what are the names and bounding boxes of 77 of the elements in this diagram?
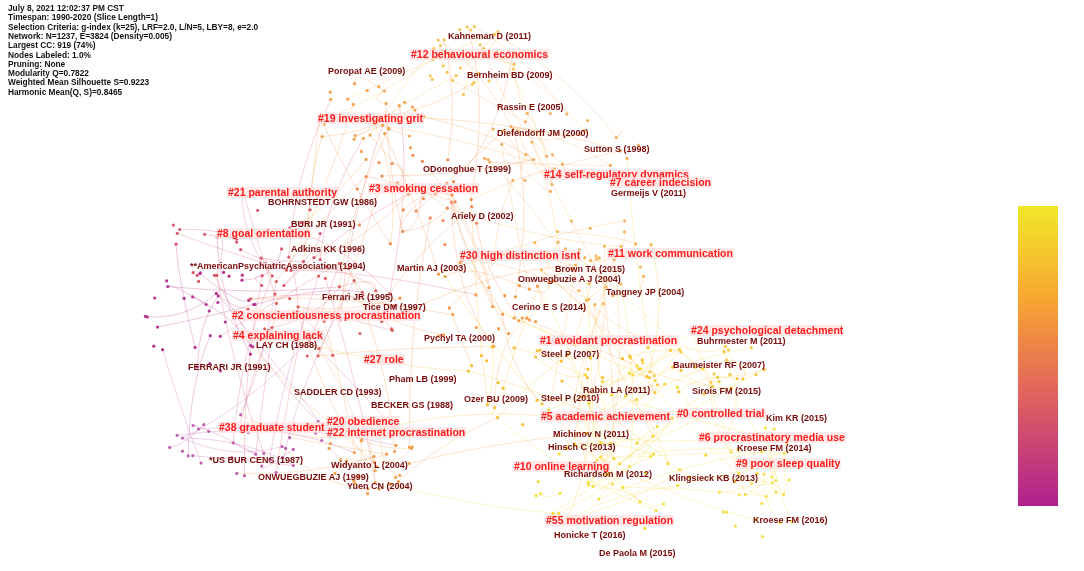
header-text: Network: N=1237, E=3824 (Density=0.005) [8,31,172,41]
reference-label: Brown TA (2015) [555,265,625,274]
reference-label: Steel P (2007) [541,350,600,359]
reference-label: LAY CH (1988) [256,341,318,350]
cluster-label: #30 high distinction isnt [459,250,582,261]
cluster-label: #9 poor sleep quality [735,458,842,469]
reference-label: Rabin LA (2011) [583,386,651,395]
reference-label: ODonoghue T (1999) [423,165,511,174]
reference-label: De Paola M (2015) [599,549,676,558]
reference-label: Pham LB (1999) [389,375,457,384]
header-text: Nodes Labeled: 1.0% [8,50,91,59]
reference-label: Bernheim BD (2009) [467,71,553,80]
header-text: Timespan: 1990-2020 (Slice Length=1) [8,13,158,22]
reference-label: Germeijs V (2011) [611,189,687,198]
cluster-label: #6 procrastinatory media use [698,432,846,443]
header-text: Modularity Q=0.7822 [8,69,89,78]
reference-label: Ariely D (2002) [451,212,514,221]
cluster-label: #10 online learning [513,461,611,472]
header-text: July 8, 2021 12:02:37 PM CST [8,4,124,13]
reference-label: BURI JR (1991) [291,220,356,229]
cluster-label: #55 motivation regulation [545,515,675,526]
reference-label: BECKER GS (1988) [371,401,454,410]
reference-label: Poropat AE (2009) [328,67,406,76]
reference-label: Steel P (2010) [541,394,600,403]
header-text: Selection Criteria: g-index (k=25), LRF=2.0, L/N=5, LBY=8, e=2.0 [8,22,259,31]
reference-label: Klingsieck KB (2013) [669,474,759,483]
cluster-label: #27 role [363,354,405,365]
reference-label: Ozer BU (2009) [464,395,529,404]
reference-label: FERRARI JR (1991) [188,363,271,372]
reference-label: Honicke T (2016) [554,531,626,540]
cluster-label: #21 parental authority [227,187,339,198]
header-text: Harmonic Mean(Q, S)=0.8465 [8,87,123,96]
cluster-label: #24 psychological detachment [690,325,845,336]
reference-label: ONWUEGBUZIE AJ (1999) [258,473,369,482]
reference-label: Martin AJ (2003) [397,264,467,273]
header-text: Weighted Mean Silhouette S=0.9223 [8,78,150,87]
cluster-label: #22 internet procrastination [326,427,467,438]
reference-label: Pychyl TA (2000) [424,334,496,343]
cluster-label: #19 investigating grit [317,113,425,124]
reference-label: Ferrari JR (1995) [322,293,394,302]
reference-label: Kim KR (2015) [766,414,828,423]
cluster-label: #20 obedience [326,416,401,427]
reference-label: **AmericanPsychiatricAssociation (1994) [190,262,366,271]
cluster-label: #12 behavioural economics [410,49,550,60]
reference-label: Tangney JP (2004) [606,288,685,297]
cluster-label: #11 work communication [607,248,734,259]
cluster-label: #2 conscientiousness procrastination [231,310,422,321]
cluster-label: #8 goal orientation [216,228,312,239]
cluster-label: #38 graduate student [218,422,326,433]
reference-label: Tice DM (1997) [363,303,426,312]
reference-label: Michinov N (2011) [553,430,630,439]
reference-label: Sirois FM (2015) [692,387,762,396]
reference-label: Widyanto L (2004) [331,461,408,470]
reference-label: Sutton S (1998) [584,145,650,154]
reference-label: Yuen CN (2004) [347,482,413,491]
cluster-label: #3 smoking cessation [368,183,480,194]
reference-label: Richardson M (2012) [564,470,653,479]
reference-label: Baumeister RF (2007) [673,361,766,370]
header-text: Pruning: None [8,59,66,69]
cluster-label: #1 avoidant procrastination [539,335,679,346]
cluster-label: #0 controlled trial [676,408,766,419]
reference-label: Kahneman D (2011) [448,32,532,41]
reference-label: Kroese FM (2014) [737,444,812,453]
reference-label: Onwuegbuzie A J (2004) [518,275,621,284]
header-text: Largest CC: 919 (74%) [8,41,96,50]
reference-label: Buhrmester M (2011) [697,337,786,346]
reference-label: Cerino E S (2014) [512,303,587,312]
cluster-label: #4 explaining lack [232,330,324,341]
reference-label: Hinsch C (2013) [548,443,616,452]
reference-label: Kroese FM (2016) [753,516,828,525]
reference-label: Rassin E (2005) [497,103,564,112]
reference-label: *US BUR CENS (1987) [209,456,304,465]
reference-label: Adkins KK (1996) [291,245,366,254]
reference-label: Diefendorff JM (2000) [497,129,589,138]
cluster-label: #5 academic achievement [540,411,671,422]
reference-label: SADDLER CD (1993) [294,388,382,397]
reference-label: BOHRNSTEDT GW (1986) [268,198,377,207]
